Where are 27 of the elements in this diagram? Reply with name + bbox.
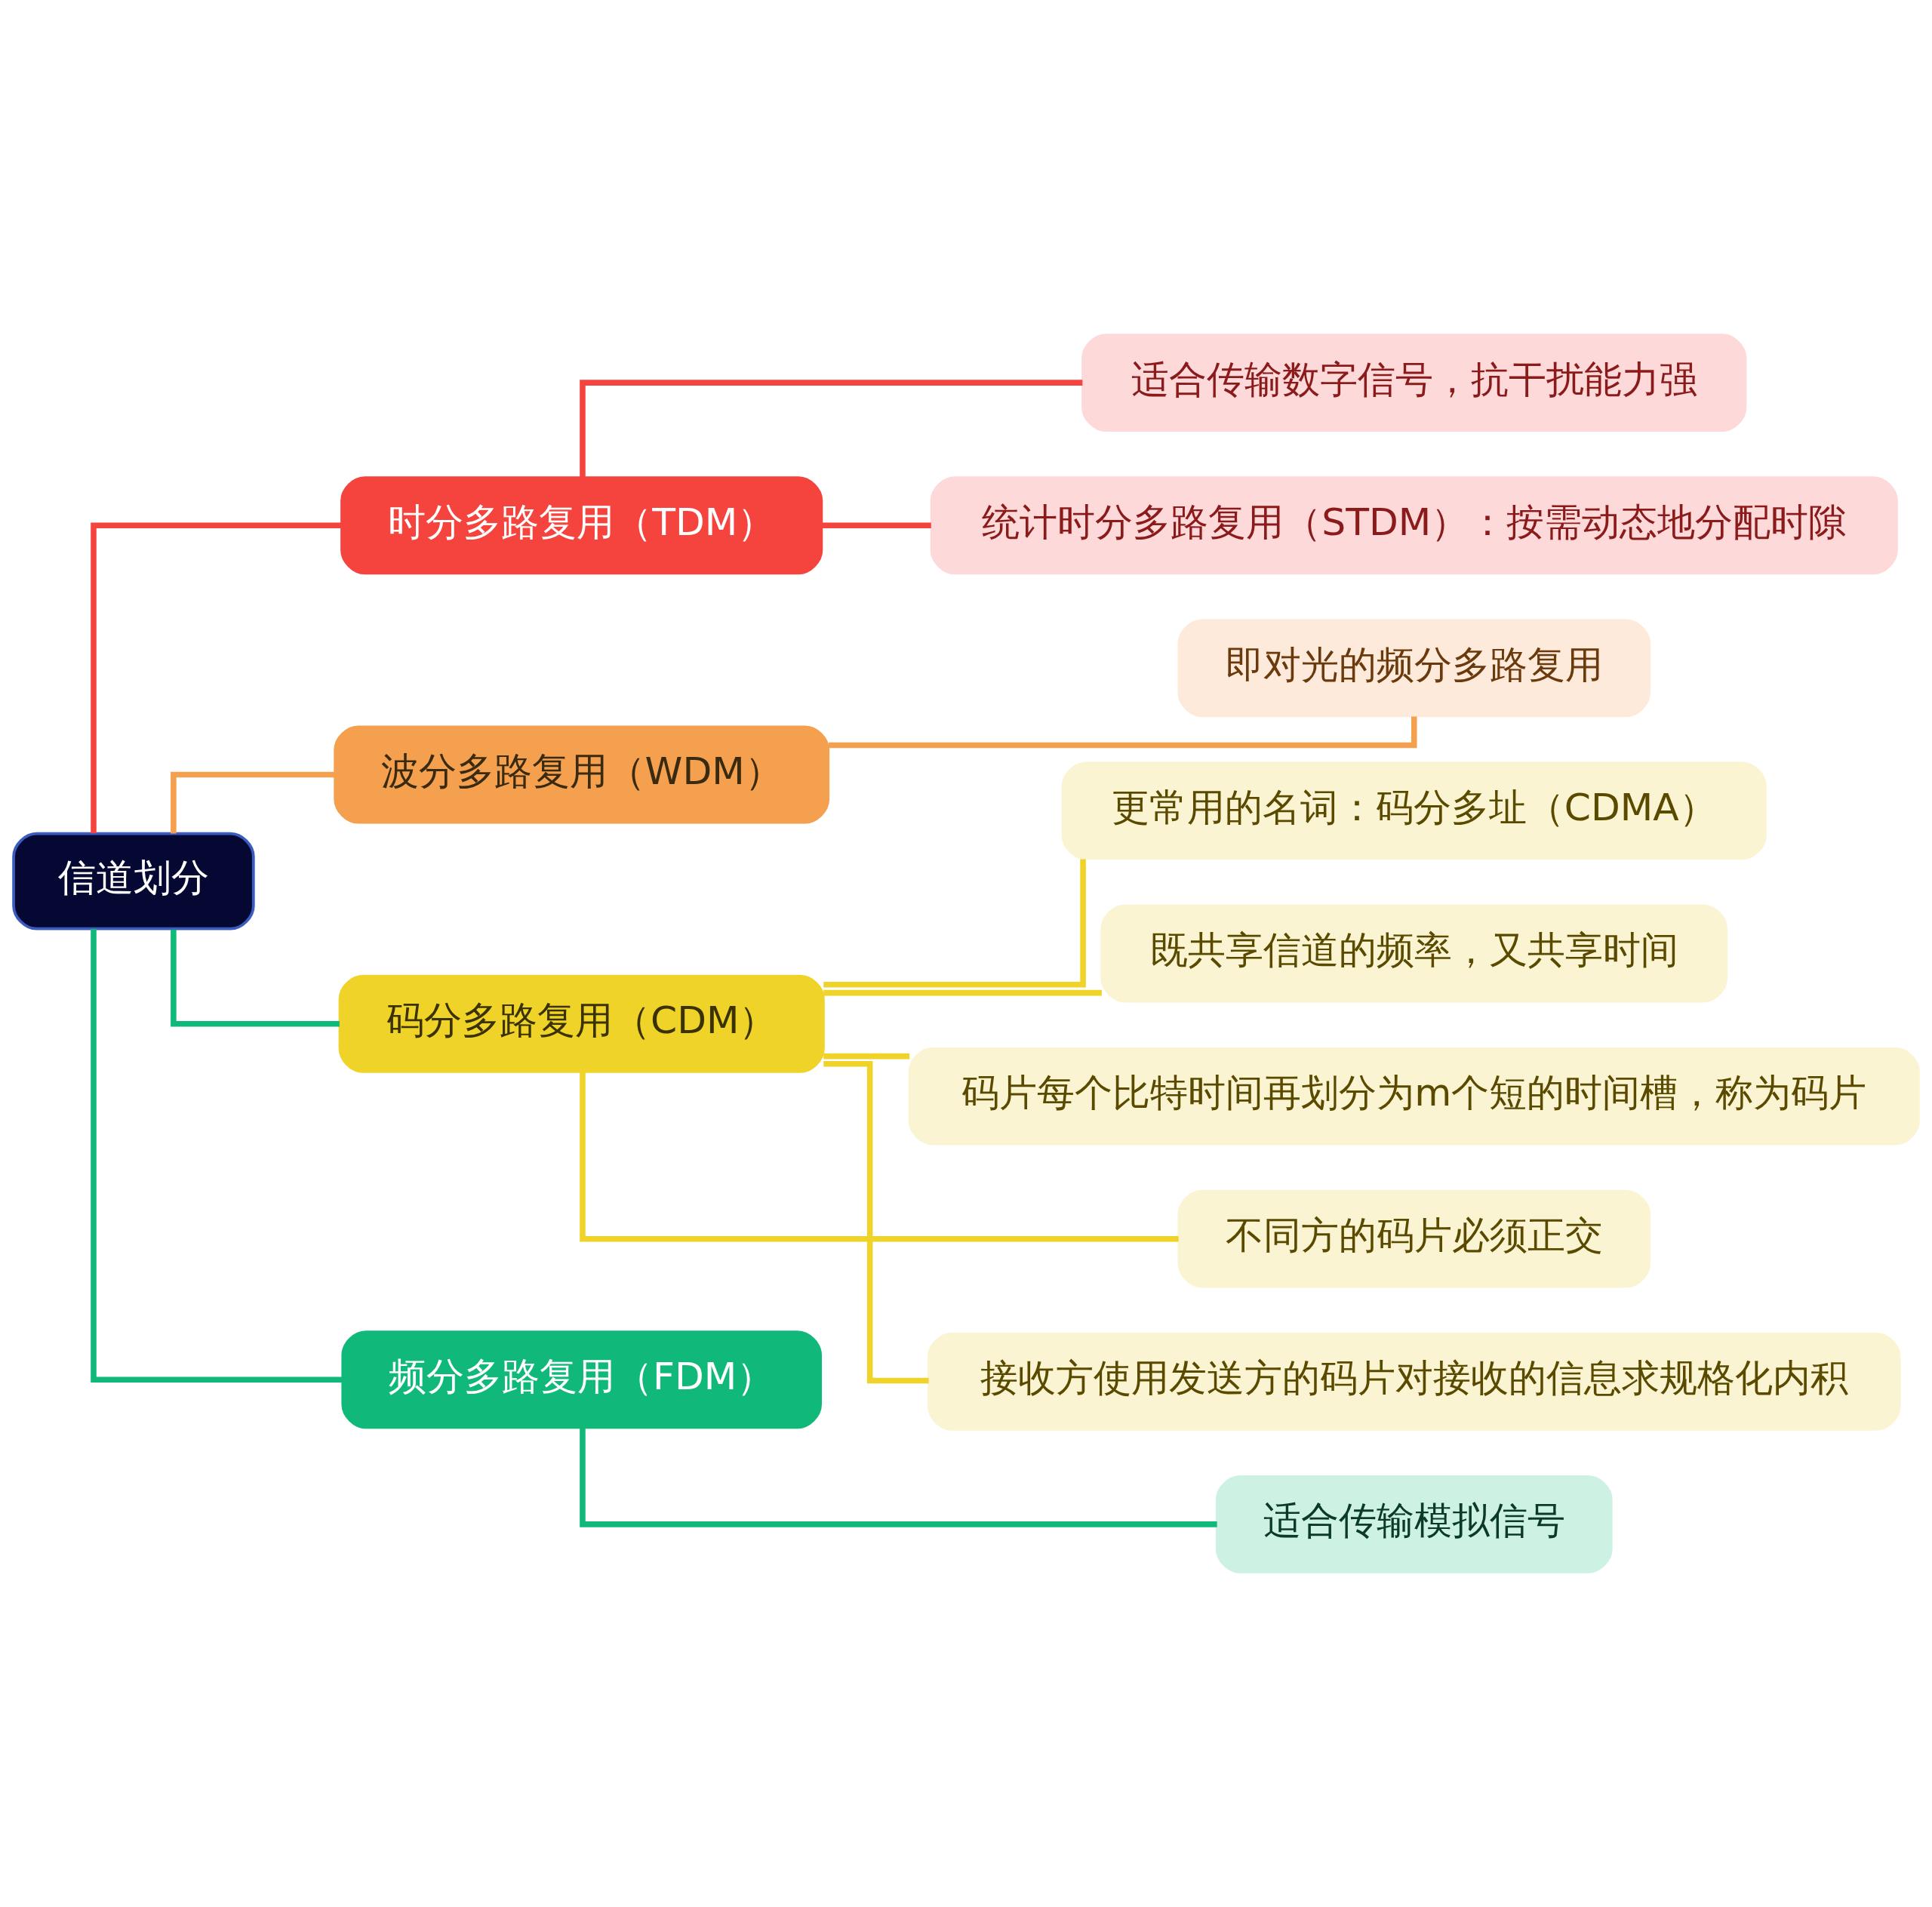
node-box: 频分多路复用（FDM） bbox=[341, 1330, 822, 1429]
node-box: 既共享信道的频率，又共享时间 bbox=[1100, 904, 1728, 1003]
node-box: 信道划分 bbox=[12, 832, 255, 930]
node-box: 波分多路复用（WDM） bbox=[334, 725, 830, 824]
connector bbox=[822, 522, 931, 528]
node-box: 统计时分多路复用（STDM）：按需动态地分配时隙 bbox=[930, 476, 1898, 575]
node-box: 即对光的频分多路复用 bbox=[1177, 619, 1651, 718]
node-box: 更常用的名词：码分多址（CDMA） bbox=[1061, 761, 1767, 860]
connector bbox=[91, 522, 342, 834]
connector bbox=[823, 1060, 929, 1384]
connector bbox=[823, 989, 1102, 996]
connector bbox=[171, 929, 340, 1027]
node-box: 适合传输数字信号，抗干扰能力强 bbox=[1081, 334, 1747, 432]
node-box: 不同方的码片必须正交 bbox=[1177, 1189, 1651, 1288]
connector bbox=[823, 1053, 910, 1060]
connector bbox=[823, 859, 1086, 988]
connector bbox=[828, 716, 1417, 749]
connector bbox=[171, 771, 335, 834]
node-box: 接收方使用发送方的码片对接收的信息求规格化内积 bbox=[927, 1332, 1901, 1431]
node-box: 码片每个比特时间再划分为m个短的时间槽，称为码片 bbox=[908, 1047, 1920, 1146]
connector bbox=[580, 380, 1083, 478]
node-box: 适合传输模拟信号 bbox=[1215, 1475, 1613, 1573]
connector bbox=[580, 1428, 1217, 1527]
connector bbox=[91, 929, 343, 1383]
node-box: 码分多路复用（CDM） bbox=[338, 974, 825, 1073]
node-box: 时分多路复用（TDM） bbox=[340, 476, 823, 575]
connector bbox=[580, 1072, 1179, 1242]
